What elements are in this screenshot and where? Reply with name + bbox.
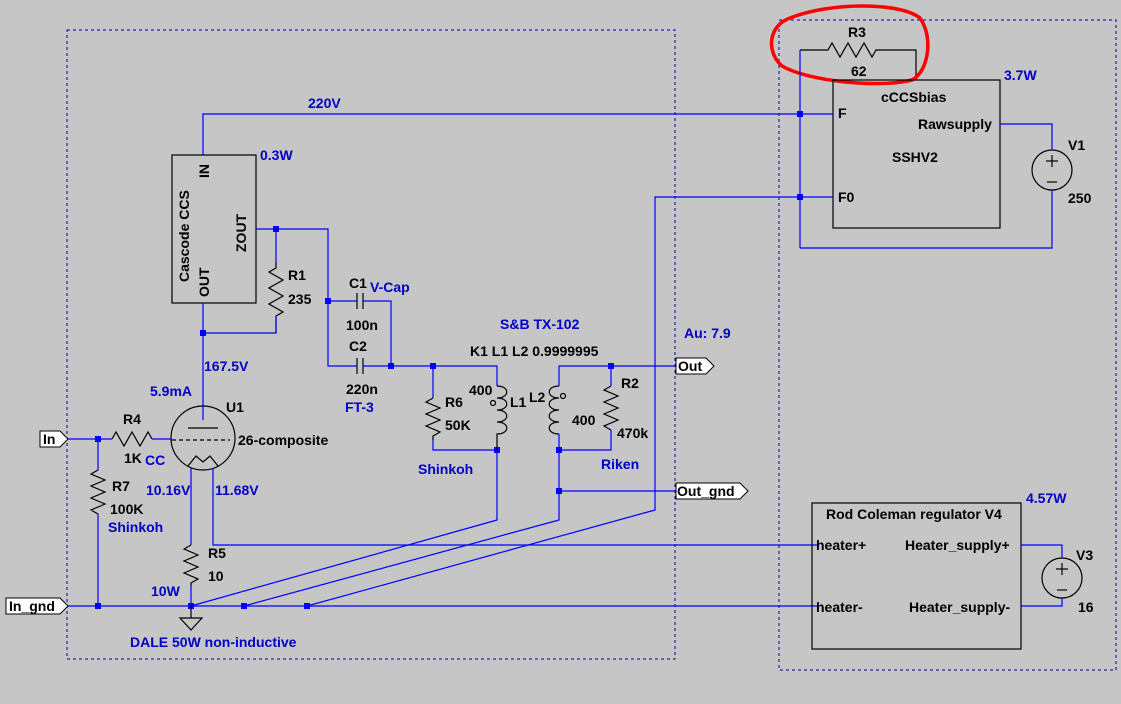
ccsbias-name: cCCSbias (881, 89, 947, 105)
out-gnd-port[interactable]: Out_gnd (675, 482, 749, 500)
tube-current: 5.9mA (150, 383, 192, 399)
r7-name: R7 (112, 478, 130, 494)
r2-resistor[interactable] (602, 385, 620, 431)
v1-voltage-source[interactable] (1031, 149, 1073, 191)
r7-value: 100K (110, 501, 143, 517)
ccsbias-pin-f0: F0 (838, 189, 855, 205)
r1-resistor[interactable] (267, 262, 285, 333)
r5-type: DALE 50W non-inductive (130, 634, 297, 650)
out-port[interactable]: Out (675, 357, 715, 375)
c2-type: FT-3 (345, 399, 374, 415)
out-gnd-label: Out_gnd (677, 483, 735, 499)
regulator-wires (1021, 544, 1063, 607)
supply-boundary (778, 19, 1117, 671)
c2-value: 220n (346, 381, 378, 397)
grid-voltage: 10.16V (146, 482, 191, 498)
v1-name: V1 (1068, 137, 1085, 153)
c1-capacitor[interactable] (356, 293, 364, 309)
node-167v: 167.5V (204, 358, 249, 374)
l1-name: L1 (510, 394, 527, 410)
regulator-pin-hs-minus: Heater_supply- (909, 599, 1010, 615)
c1-value: 100n (346, 317, 378, 333)
regulator-block[interactable] (811, 502, 1022, 650)
c2-capacitor[interactable] (356, 358, 364, 374)
cascode-wires (202, 228, 498, 451)
r2-name: R2 (621, 375, 639, 391)
cascode-power: 0.3W (260, 147, 293, 163)
ground-symbol (178, 606, 204, 631)
ccsbias-value: SSHV2 (892, 149, 938, 165)
r1-value: 235 (288, 291, 312, 307)
ccsbias-block[interactable] (832, 79, 1001, 229)
u1-name: U1 (226, 399, 244, 415)
r4-type: CC (145, 452, 165, 468)
cascode-pin-in: IN (196, 164, 212, 178)
r2-brand: Riken (601, 456, 639, 472)
supply-wires (202, 50, 1053, 500)
r6-name: R6 (445, 394, 463, 410)
u1-triode-tube[interactable] (170, 405, 236, 471)
r7-brand: Shinkoh (108, 519, 163, 535)
r6-value: 50K (445, 417, 471, 433)
regulator-pin-heater-minus: heater- (816, 599, 863, 615)
r1-name: R1 (288, 267, 306, 283)
gain-readout: Au: 7.9 (684, 325, 731, 341)
r6-brand: Shinkoh (418, 461, 473, 477)
v3-name: V3 (1076, 547, 1093, 563)
ccsbias-pin-rawsupply: Rawsupply (918, 116, 992, 132)
c1-name: C1 (349, 275, 367, 291)
cascode-pin-zout: ZOUT (233, 213, 249, 252)
l1-inductor[interactable] (489, 385, 508, 450)
r5-name: R5 (208, 545, 226, 561)
r5-resistor[interactable] (182, 544, 200, 586)
regulator-name: Rod Coleman regulator V4 (826, 506, 1002, 522)
r2-value: 470k (617, 425, 648, 441)
v3-voltage-source[interactable] (1041, 557, 1083, 599)
ccsbias-pin-f: F (838, 105, 847, 121)
r3-resistor[interactable] (800, 41, 917, 80)
c1-type: V-Cap (370, 279, 410, 295)
in-port[interactable]: In (39, 430, 69, 448)
l1-value: 400 (469, 382, 493, 398)
cascode-pin-out: OUT (196, 267, 212, 297)
regulator-pin-hs-plus: Heater_supply+ (905, 537, 1010, 553)
r5-value: 10 (208, 568, 224, 584)
c2-name: C2 (349, 338, 367, 354)
r3-value: 62 (851, 63, 867, 79)
xfmr-name: S&B TX-102 (500, 316, 580, 332)
r4-name: R4 (123, 411, 141, 427)
l2-value: 400 (572, 412, 596, 428)
r6-resistor[interactable] (424, 397, 442, 440)
cascode-name: Cascode CCS (176, 190, 192, 282)
r3-name: R3 (848, 24, 866, 40)
r5-power: 10W (151, 583, 181, 599)
l2-inductor[interactable] (548, 385, 567, 435)
out-label: Out (678, 358, 702, 374)
coupling-statement: K1 L1 L2 0.9999995 (470, 343, 599, 359)
u1-value: 26-composite (238, 432, 328, 448)
v1-value: 250 (1068, 190, 1092, 206)
regulator-power: 4.57W (1026, 490, 1067, 506)
l2-name: L2 (529, 389, 546, 405)
regulator-pin-heater-plus: heater+ (816, 537, 866, 553)
r4-value: 1K (124, 450, 142, 466)
node-220v: 220V (308, 95, 341, 111)
in-label: In (43, 431, 55, 447)
v3-value: 16 (1078, 599, 1094, 615)
heater-voltage: 11.68V (215, 482, 259, 498)
r4-resistor[interactable] (111, 430, 153, 448)
in-gnd-label: In_gnd (9, 598, 55, 614)
r7-resistor[interactable] (89, 469, 107, 515)
ccsbias-power: 3.7W (1004, 67, 1037, 83)
in-gnd-port[interactable]: In_gnd (5, 597, 69, 615)
